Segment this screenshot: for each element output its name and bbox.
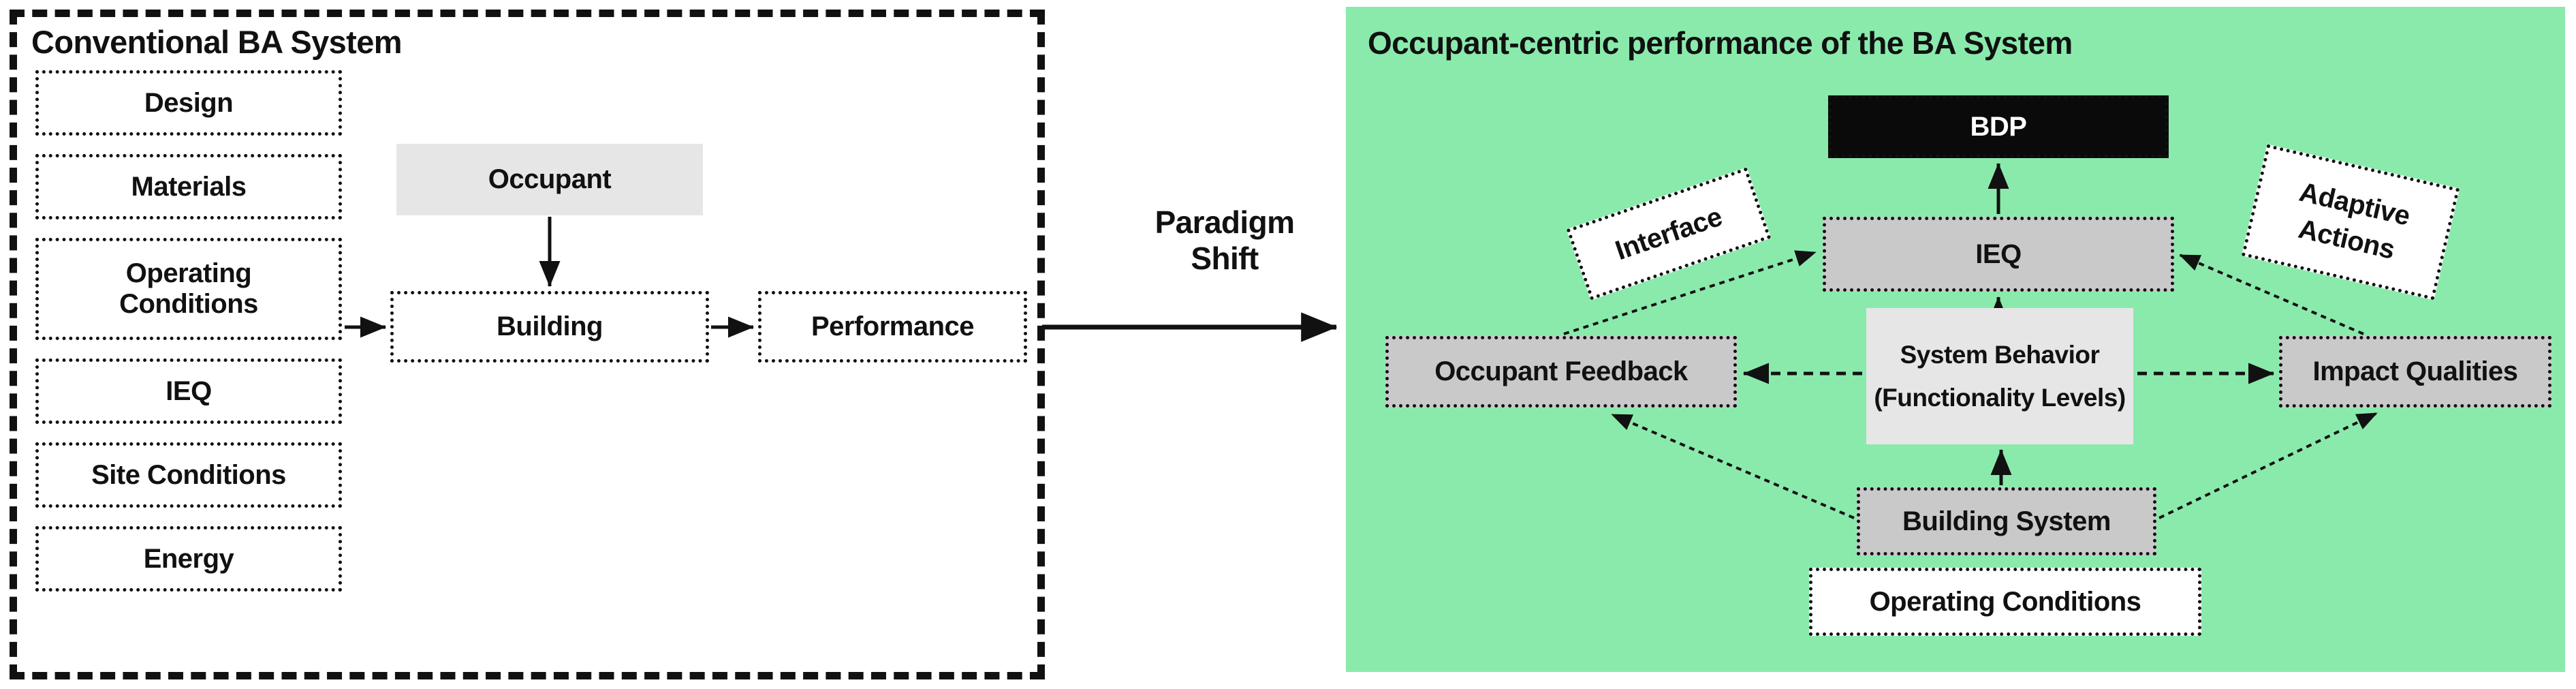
occupant-feedback-label: Occupant Feedback (1434, 356, 1688, 387)
left-item-site-conditions: Site Conditions (35, 442, 342, 508)
right-panel-title: Occupant-centric performance of the BA S… (1368, 25, 2073, 61)
impact-qualities-box: Impact Qualities (2279, 336, 2551, 408)
bdp-label: BDP (1970, 111, 2027, 142)
bdp-box: BDP (1828, 95, 2169, 158)
left-item-ieq-label: IEQ (166, 376, 212, 406)
occupant-label: Occupant (488, 164, 612, 195)
building-system-box: Building System (1857, 487, 2156, 555)
left-item-operating-conditions-label: Operating Conditions (119, 258, 258, 319)
occupant-box: Occupant (396, 144, 703, 215)
building-system-label: Building System (1902, 506, 2111, 536)
system-behavior-line1: System Behavior (1900, 340, 2100, 369)
building-box: Building (390, 291, 709, 363)
occupant-feedback-box: Occupant Feedback (1385, 336, 1737, 408)
left-item-design-label: Design (144, 87, 234, 118)
left-item-energy: Energy (35, 526, 342, 592)
performance-box: Performance (758, 291, 1027, 363)
system-behavior-box: System Behavior (Functionality Levels) (1866, 308, 2133, 444)
left-item-materials: Materials (35, 154, 342, 219)
ieq-box: IEQ (1823, 217, 2174, 292)
left-item-materials-label: Materials (131, 171, 247, 202)
left-item-operating-conditions: Operating Conditions (35, 238, 342, 340)
left-item-site-conditions-label: Site Conditions (91, 459, 286, 490)
operating-conditions-box: Operating Conditions (1809, 568, 2201, 636)
impact-qualities-label: Impact Qualities (2312, 356, 2518, 387)
building-label: Building (497, 311, 603, 342)
paradigm-shift-line2: Shift (1191, 241, 1259, 277)
paradigm-shift-label: Paradigm Shift (1116, 204, 1334, 277)
left-item-energy-label: Energy (143, 543, 234, 574)
left-item-design: Design (35, 70, 342, 136)
paradigm-shift-line1: Paradigm (1155, 204, 1295, 240)
system-behavior-line2: (Functionality Levels) (1874, 384, 2126, 412)
interface-label: Interface (1612, 201, 1726, 266)
left-panel-title: Conventional BA System (31, 24, 403, 60)
left-item-ieq: IEQ (35, 358, 342, 424)
ieq-label: IEQ (1975, 239, 2022, 269)
operating-conditions-label: Operating Conditions (1869, 586, 2141, 617)
performance-label: Performance (811, 311, 975, 342)
